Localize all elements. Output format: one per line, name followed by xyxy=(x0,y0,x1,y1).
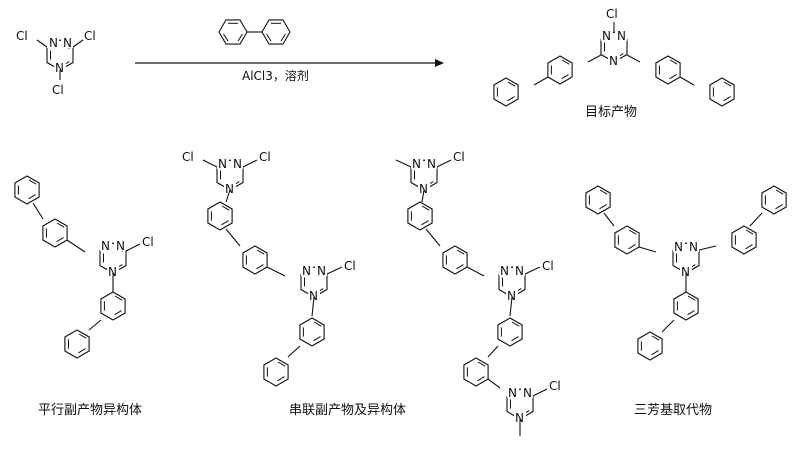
cyanuric-chloride-structure: N N N Cl Cl Cl xyxy=(16,29,96,97)
atom-label-cl: Cl xyxy=(542,259,554,273)
atom-label-n: N xyxy=(508,386,517,400)
atom-label-n: N xyxy=(681,265,690,279)
caption-tandem-byproducts: 串联副产物及异构体 xyxy=(289,403,406,418)
atom-label-n: N xyxy=(218,157,227,171)
trisubstituted-structure: N N N xyxy=(585,185,787,361)
atom-label-cl: Cl xyxy=(182,150,194,164)
atom-label-n: N xyxy=(602,29,611,43)
atom-label-n: N xyxy=(427,157,436,171)
caption-target-product: 目标产物 xyxy=(585,105,637,120)
tandem-byproduct-structure-a: N N N Cl Cl N N N Cl xyxy=(182,150,356,387)
caption-parallel-byproducts: 平行副产物异构体 xyxy=(38,403,142,418)
atom-label-n: N xyxy=(523,386,532,400)
atom-label-cl: Cl xyxy=(549,379,561,393)
parallel-byproduct-structure: N N N Cl xyxy=(14,175,154,359)
atom-label-cl: Cl xyxy=(142,235,154,249)
atom-label-n: N xyxy=(309,289,318,303)
caption-trisubstituted: 三芳基取代物 xyxy=(634,403,712,418)
atom-label-n: N xyxy=(317,264,326,278)
atom-label-n: N xyxy=(55,61,64,75)
atom-label-cl: Cl xyxy=(606,7,618,21)
atom-label-n: N xyxy=(515,264,524,278)
atom-label-n: N xyxy=(500,264,509,278)
atom-label-n: N xyxy=(674,240,683,254)
atom-label-n: N xyxy=(617,29,626,43)
atom-label-cl: Cl xyxy=(453,150,465,164)
biphenyl-reagent-structure xyxy=(218,19,291,45)
reaction-conditions: AlCl3，溶剂 xyxy=(242,68,309,83)
atom-label-n: N xyxy=(63,36,72,50)
atom-label-cl: Cl xyxy=(344,259,356,273)
atom-label-n: N xyxy=(515,411,524,425)
atom-label-n: N xyxy=(609,54,618,68)
atom-label-n: N xyxy=(49,36,58,50)
atom-label-n: N xyxy=(419,182,428,196)
atom-label-n: N xyxy=(233,157,242,171)
atom-label-cl: Cl xyxy=(16,29,28,43)
reaction-arrow xyxy=(135,59,444,67)
atom-label-cl: Cl xyxy=(259,150,271,164)
atom-label-n: N xyxy=(507,289,516,303)
atom-label-cl: Cl xyxy=(52,83,64,97)
tandem-byproduct-structure-b: N N N Cl N N N Cl N N N Cl xyxy=(395,150,561,436)
atom-label-n: N xyxy=(689,240,698,254)
atom-label-n: N xyxy=(302,264,311,278)
target-product-structure: N N N Cl xyxy=(493,7,735,107)
atom-label-n: N xyxy=(108,265,117,279)
atom-label-cl: Cl xyxy=(84,29,96,43)
atom-label-n: N xyxy=(101,239,110,253)
atom-label-n: N xyxy=(116,239,125,253)
atom-label-n: N xyxy=(412,157,421,171)
atom-label-n: N xyxy=(225,182,234,196)
